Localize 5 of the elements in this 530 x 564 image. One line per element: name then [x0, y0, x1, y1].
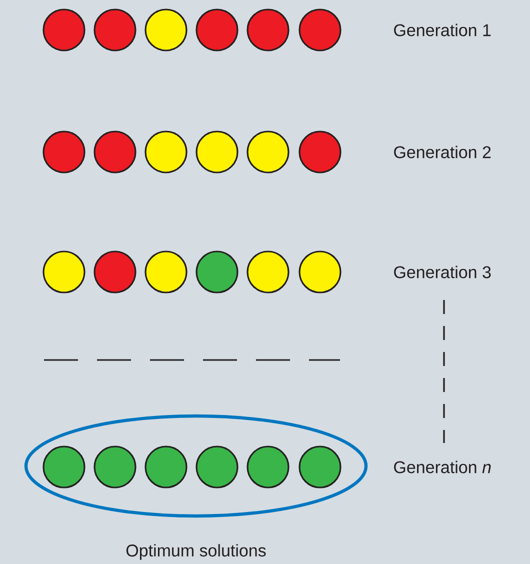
caption: Optimum solutions [126, 544, 266, 560]
generation-label: Generation n [394, 460, 491, 474]
generation-label: Generation 3 [394, 266, 491, 278]
generation-label: Generation 1 [394, 24, 491, 36]
generation-label: Generation 2 [394, 146, 491, 158]
